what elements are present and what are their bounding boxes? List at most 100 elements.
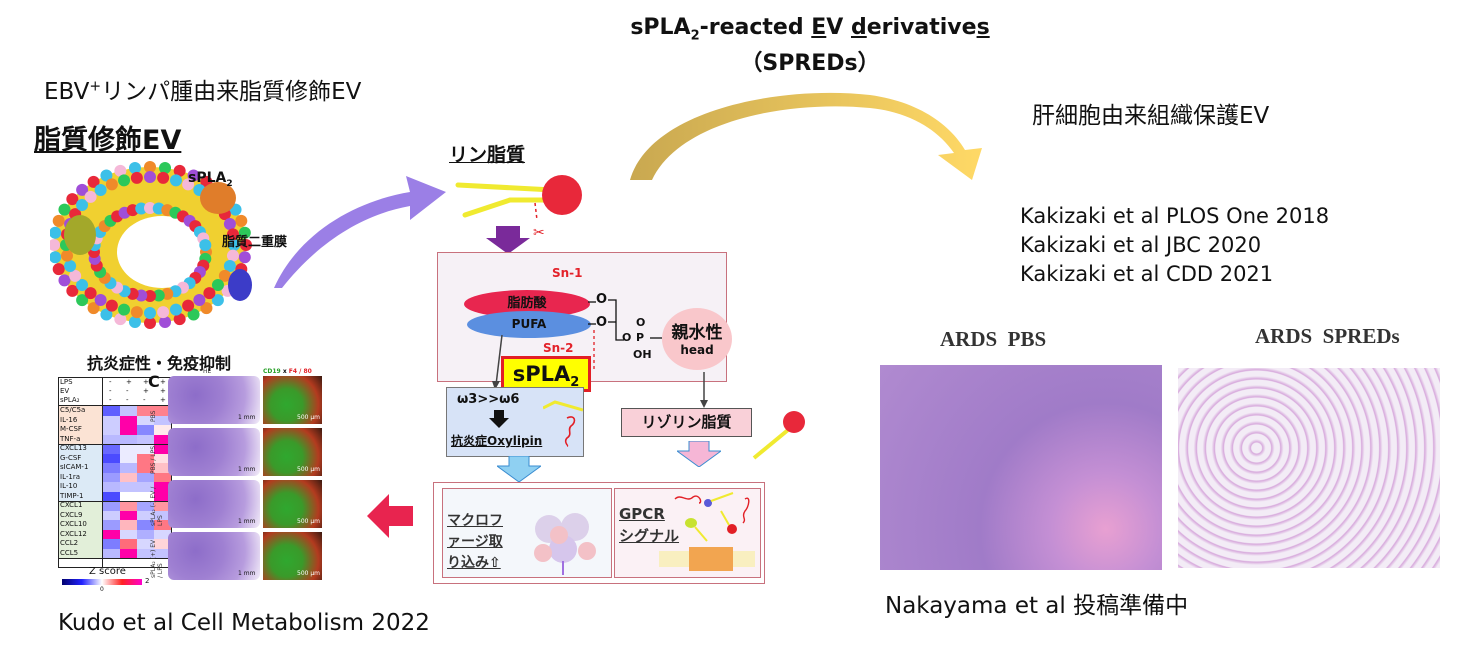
title-underlined-letter: d	[850, 15, 867, 40]
scissors-icon: ✂	[533, 225, 545, 241]
heatmap-cell	[120, 434, 137, 444]
zscore-title: Z score	[89, 566, 126, 577]
lipid-bead	[235, 214, 248, 227]
lipid-bead	[50, 251, 62, 264]
heatmap-row-label: CXCL9	[59, 510, 102, 520]
lipid-bead	[159, 161, 172, 174]
heatmap-treatment-label: LPS	[60, 378, 73, 386]
reference-item: Kakizaki et al JBC 2020	[1020, 233, 1262, 257]
lipid-bead	[94, 183, 107, 196]
lipid-bead	[144, 202, 156, 214]
f480-label: F4 / 80	[288, 368, 312, 375]
heatmap-cell	[120, 444, 137, 454]
glycerol-backbone-icon	[588, 299, 662, 372]
macrophage-line: り込み⇧	[447, 555, 501, 571]
heatmap-cell	[103, 520, 120, 530]
heatmap-title: 抗炎症性・免疫抑制	[87, 354, 232, 373]
lipid-bead	[128, 161, 141, 174]
heatmap-row-label: sICAM-1	[59, 463, 102, 473]
heatmap-row-label: CCL2	[59, 539, 102, 549]
lipid-bead	[200, 302, 213, 315]
lipid-bead	[226, 228, 239, 241]
lipid-bead	[238, 251, 251, 264]
heatmap-cell	[120, 491, 137, 501]
lipid-bead	[61, 249, 74, 262]
lipid-bead	[130, 306, 143, 319]
he-scale-bar: 1 mm	[238, 414, 256, 421]
heatmap-cell	[137, 529, 154, 539]
black-down-arrow-icon	[489, 410, 509, 428]
reference-item: Kakizaki et al PLOS One 2018	[1020, 204, 1330, 228]
lipid-bead	[87, 175, 100, 188]
ester-o-upper: O	[596, 292, 608, 307]
lysophospholipid-icon	[752, 411, 805, 460]
lipid-bead	[118, 303, 131, 316]
heatmap-cell	[103, 539, 120, 549]
macrophage-label: マクロフ ァージ取 り込み⇧	[447, 511, 503, 574]
lipid-bead	[76, 294, 89, 307]
ebv-ev-label: EBV+リンパ腫由来脂質修飾EV	[44, 72, 361, 106]
heatmap-treatment-sign: +	[160, 387, 166, 395]
lipid-bead	[50, 239, 60, 251]
title-subscript: 2	[690, 28, 700, 44]
lipid-bead	[157, 171, 170, 184]
title-underlined-letter: s	[976, 15, 990, 40]
heatmap-row-label: TNF-a	[59, 434, 102, 444]
heatmap-cell	[120, 415, 137, 425]
hydrophilic-head: 親水性 head	[662, 308, 732, 370]
heatmap-cell	[103, 406, 120, 416]
ev-spla2-text: sPLA	[188, 170, 227, 186]
heatmap-cell	[103, 434, 120, 444]
heatmap-treatment-label: sPLA₂	[60, 396, 80, 404]
heatmap-cell	[103, 472, 120, 482]
lipid-bead	[228, 239, 240, 251]
spreds-title-line1: sPLA2-reacted EV derivatives	[560, 14, 1060, 50]
lipid-bead	[144, 317, 156, 329]
zscore-max: 2	[145, 577, 150, 585]
he-scale-bar: 1 mm	[238, 518, 256, 525]
macrophage-line: ァージ取	[447, 534, 503, 550]
heatmap-row-label: CCL5	[59, 548, 102, 558]
ards-spreds-label: ARDS SPREDs	[1255, 324, 1400, 348]
heatmap-cell	[103, 482, 120, 492]
heatmap-treatment-sign: -	[109, 387, 112, 395]
heatmap-row-label: TIMP-1	[59, 491, 102, 501]
lipid-bead	[84, 190, 97, 203]
lipid-bead	[66, 284, 79, 297]
hepatocyte-ev-label: 肝細胞由来組織保護EV	[1032, 103, 1270, 129]
heatmap-treatment-sign: +	[143, 378, 149, 386]
gpcr-label: GPCR シグナル	[619, 503, 679, 547]
fluorescence-image	[263, 376, 322, 424]
heatmap-cell	[154, 482, 171, 492]
heatmap-cell	[154, 520, 171, 530]
gpcr-line: シグナル	[619, 527, 680, 545]
heatmap-cell	[103, 529, 120, 539]
purple-curved-arrow-icon	[274, 176, 446, 288]
phosphate-o-top: O	[636, 316, 646, 329]
heatmap-cell	[120, 453, 137, 463]
lipid-bead	[100, 169, 113, 182]
heatmap-row-label: CXCL10	[59, 520, 102, 530]
ards-pbs-histology-image	[880, 365, 1162, 570]
heatmap-cell	[120, 472, 137, 482]
heatmap-treatment-label: EV	[60, 387, 70, 395]
he-stain-image	[168, 532, 260, 580]
ev-spla2-label: sPLA2	[188, 170, 233, 189]
heatmap-cell	[154, 444, 171, 454]
heatmap-cell	[137, 510, 154, 520]
heatmap-cell	[137, 453, 154, 463]
histology-row-label: PBS / LPS	[150, 445, 157, 474]
sn2-label: Sn-2	[543, 341, 574, 355]
heatmap-treatment-sign: -	[109, 378, 112, 386]
lipid-bead	[144, 171, 156, 183]
head-label: head	[680, 343, 714, 357]
heatmap-cell	[137, 520, 154, 530]
fluorescence-image	[263, 480, 322, 528]
fl-scale-bar: 500 μm	[297, 414, 321, 421]
lipid-bead	[64, 260, 77, 273]
lipid-bead	[169, 303, 182, 316]
heatmap-row-label: C5/C5a	[59, 406, 102, 416]
lipid-bead	[76, 278, 89, 291]
lipid-bead	[240, 239, 252, 251]
